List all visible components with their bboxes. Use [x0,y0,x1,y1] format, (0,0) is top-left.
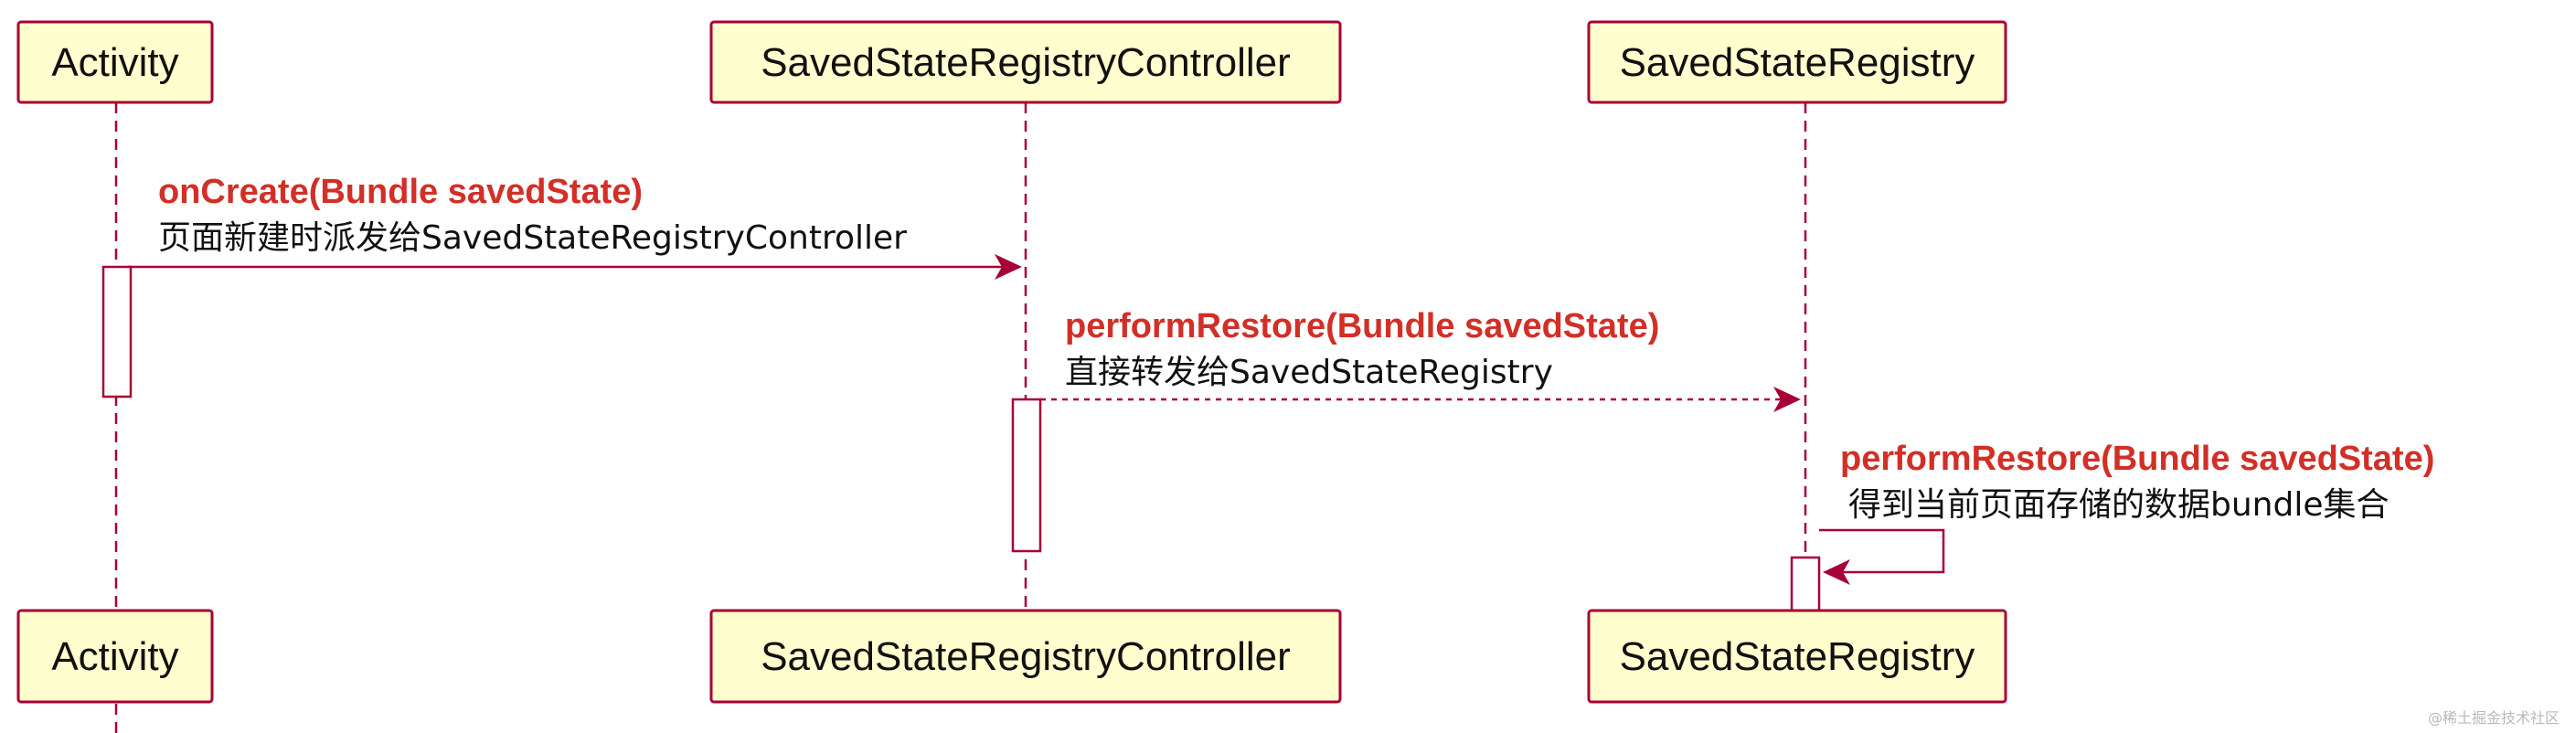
participant-label: Activity [51,40,178,85]
message-name: onCreate(Bundle savedState) [158,173,643,211]
participant-label: SavedStateRegistryController [761,40,1291,85]
participant-registry-top: SavedStateRegistry [1587,20,2007,104]
message-description: 直接转发给SavedStateRegistry [1065,354,1553,391]
participant-label: SavedStateRegistryController [761,634,1291,679]
participant-label: SavedStateRegistry [1620,40,1975,85]
message-arrow-self [1819,528,1945,574]
participant-controller-bottom: SavedStateRegistryController [709,609,1342,704]
arrowhead-icon [1823,559,1850,585]
message-name: performRestore(Bundle savedState) [1840,440,2434,478]
activation-controller [1011,398,1042,553]
participant-label: SavedStateRegistry [1620,634,1975,679]
arrowhead-icon [995,254,1022,280]
participant-activity-bottom: Activity [16,609,214,704]
participant-activity-top: Activity [16,20,214,104]
activation-activity [101,265,133,398]
message-description: 页面新建时派发给SavedStateRegistryController [158,219,907,257]
watermark: @稀土掘金技术社区 [2427,709,2560,727]
activation-registry [1790,556,1821,612]
participant-registry-bottom: SavedStateRegistry [1587,609,2007,704]
arrowhead-icon [1773,387,1801,412]
message-name: performRestore(Bundle savedState) [1065,307,1659,345]
message-description: 得到当前页面存储的数据bundle集合 [1848,486,2390,524]
participant-controller-top: SavedStateRegistryController [709,20,1342,104]
participant-label: Activity [51,634,178,679]
